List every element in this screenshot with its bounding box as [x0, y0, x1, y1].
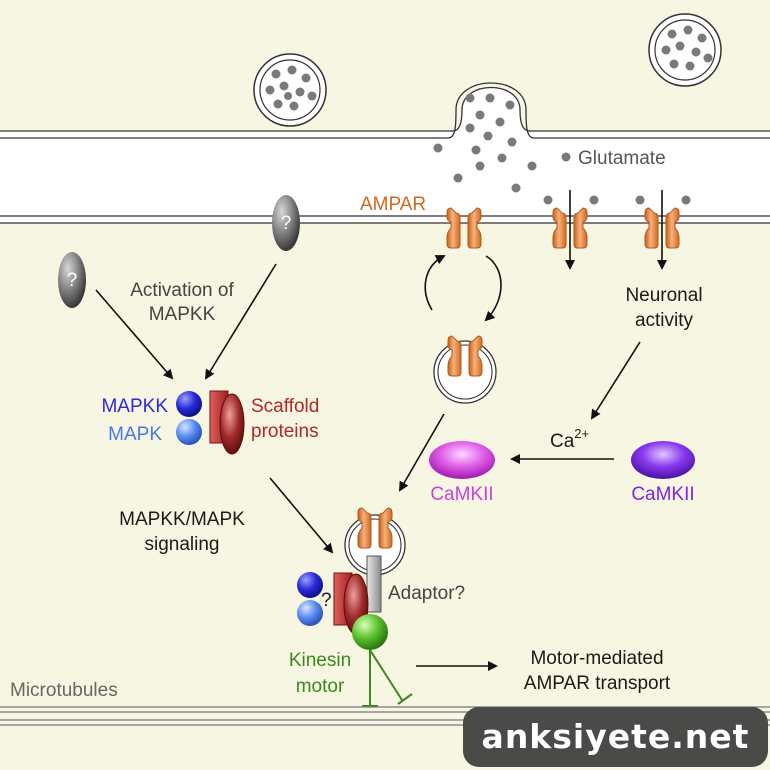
camkii-inactive — [631, 441, 695, 479]
recycling-arrow — [484, 255, 502, 322]
scaffold-label: Scaffold — [251, 396, 319, 417]
activation-label: MAPKK — [149, 304, 216, 325]
endosome-arrow — [398, 413, 445, 492]
activation-arrow — [95, 289, 174, 380]
motor-transport-label: Motor-mediated — [530, 648, 663, 669]
synaptic-cleft — [0, 82, 770, 224]
unknown-link-mark: ? — [321, 590, 332, 611]
mapk-label: MAPK — [108, 424, 162, 445]
signaling-arrow — [269, 477, 334, 554]
signaling-label: MAPKK/MAPK — [119, 509, 245, 530]
svg-text:?: ? — [281, 213, 292, 234]
ampar-label: AMPAR — [360, 194, 426, 215]
kinesin-label: Kinesin — [289, 650, 351, 671]
motor-transport-label: AMPAR transport — [524, 673, 671, 694]
glutamate-label: Glutamate — [578, 148, 666, 169]
kinesin-motor — [352, 614, 413, 707]
glutamate-molecules — [433, 93, 691, 205]
activation-arrow — [204, 263, 277, 380]
unknown-activator: ? — [58, 252, 86, 308]
adaptor-label: Adaptor? — [388, 583, 465, 604]
synaptic-vesicle — [648, 13, 722, 87]
neuronal-activity-label: Neuronal — [625, 285, 702, 306]
synaptic-vesicle — [253, 53, 327, 127]
mapk-protein — [176, 419, 202, 445]
mapkk-protein — [176, 391, 202, 417]
adaptor-protein — [366, 555, 382, 613]
kinesin-label: motor — [296, 676, 345, 697]
unknown-activator: ? — [272, 195, 300, 251]
signaling-label: signaling — [145, 534, 220, 555]
recycling-arrow — [424, 255, 446, 311]
watermark: anksiyete.net — [463, 707, 768, 767]
microtubules-label: Microtubules — [10, 680, 118, 701]
svg-text:?: ? — [67, 270, 78, 291]
scaffold-label: proteins — [251, 421, 319, 442]
camkii-active — [429, 441, 495, 479]
scaffold-protein — [219, 393, 245, 455]
neuronal-activity-label: activity — [635, 310, 694, 331]
activation-label: Activation of — [130, 280, 234, 301]
activity-arrow — [590, 341, 641, 420]
mapk-protein — [297, 600, 323, 626]
endosome-with-ampar — [433, 335, 497, 404]
mapkk-label: MAPKK — [101, 396, 168, 417]
camkii-active-label: CaMKII — [430, 484, 493, 505]
mapkk-protein — [297, 572, 323, 598]
calcium-label: Ca2+ — [550, 426, 589, 452]
camkii-inactive-label: CaMKII — [631, 484, 694, 505]
